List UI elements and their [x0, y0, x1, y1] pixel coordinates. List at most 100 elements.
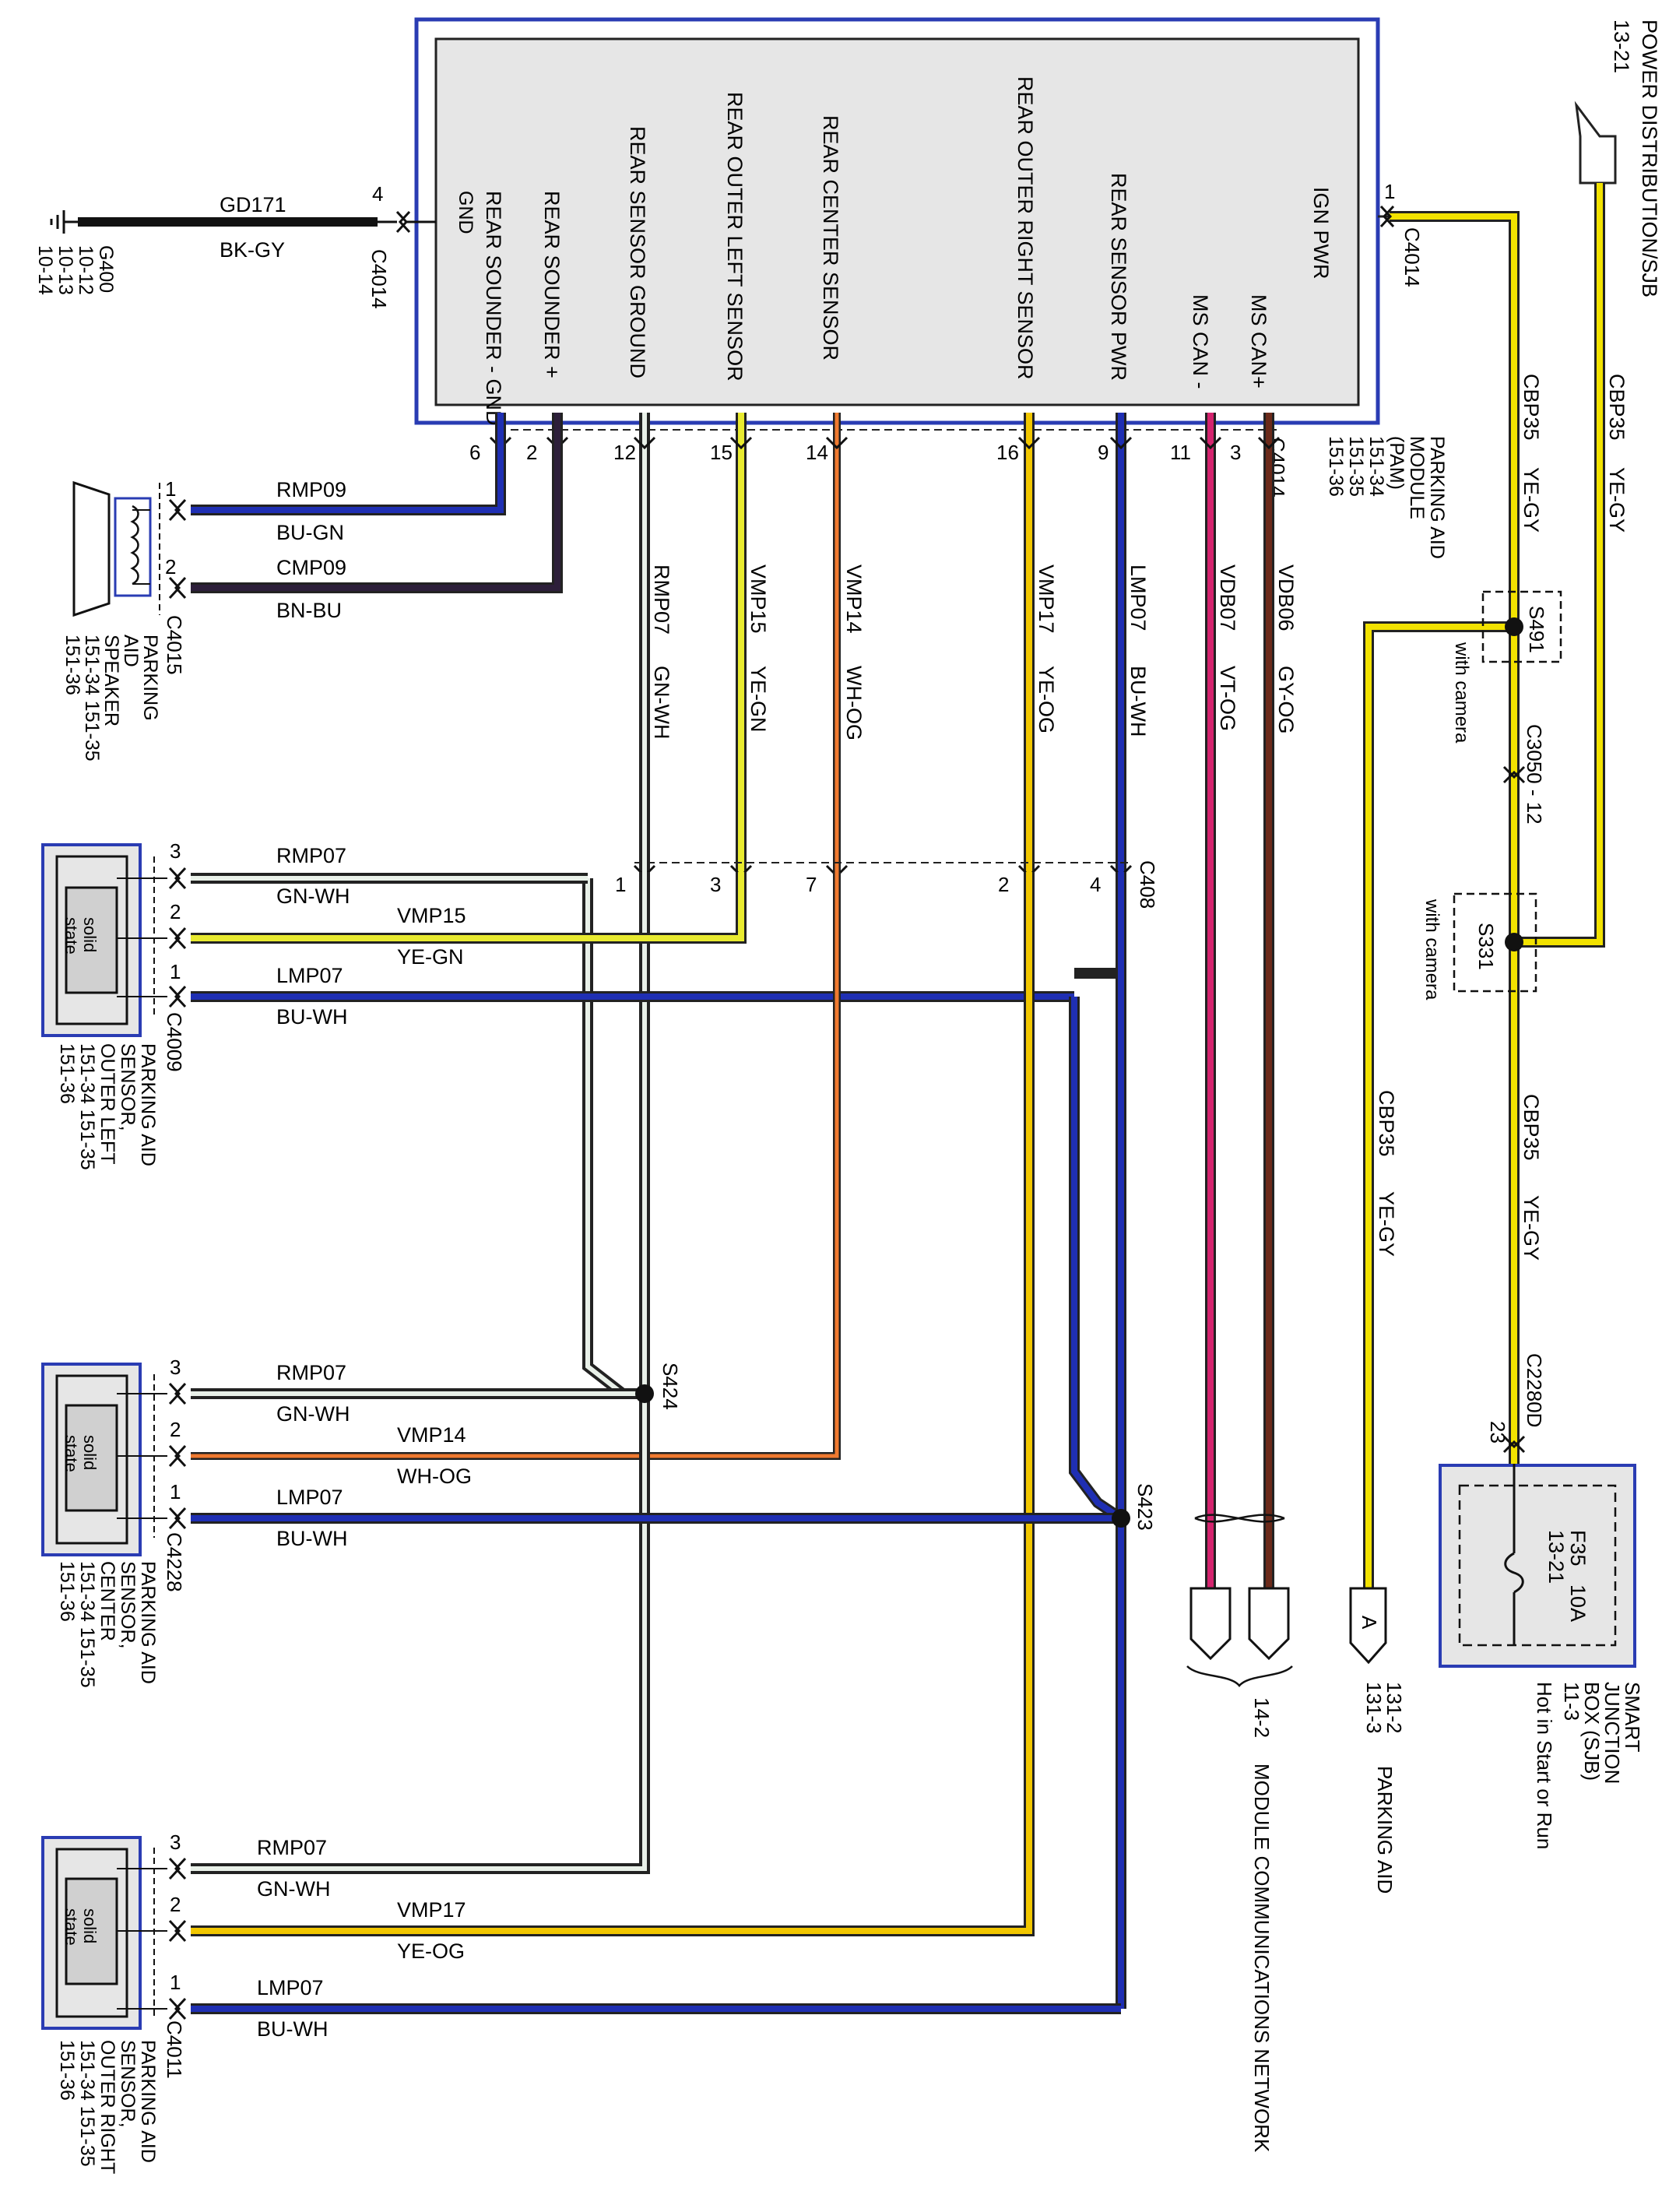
ground-pin-number: 4	[372, 182, 383, 206]
right-label-5: 151-36	[56, 2040, 78, 2101]
left-pin-2: 2	[170, 900, 181, 923]
pin-label-rear-center: REAR CENTER SENSOR	[819, 115, 842, 360]
left-label-3: OUTER LEFT	[97, 1043, 118, 1165]
power-distribution: POWER DISTRIBUTION/SJB 13-21 CBP35 YE-GY	[1518, 19, 1661, 948]
lmp07-color: BU-WH	[1126, 666, 1150, 737]
right-rmp07-color: GN-WH	[257, 1877, 330, 1901]
center-rmp07-circuit: RMP07	[276, 1361, 346, 1384]
ign-pin-number: 1	[1384, 180, 1395, 203]
pin-number-2: 2	[526, 441, 537, 464]
ground-ref-2: 10-13	[54, 245, 76, 295]
rmp09-circuit: RMP09	[276, 478, 346, 501]
splice-s491-box	[1481, 590, 1562, 663]
center-label-4: 151-34 151-35	[76, 1561, 98, 1688]
vmp14-color: WH-OG	[842, 666, 866, 740]
right-label-2: SENSOR,	[117, 2040, 139, 2128]
parking-aid-wire-color: YE-GY	[1375, 1191, 1398, 1257]
pin-label-rear-sensor-pwr: REAR SENSOR PWR	[1107, 173, 1130, 381]
network-label: MODULE COMMUNICATIONS NETWORK	[1250, 1764, 1274, 2153]
vmp14-circuit: VMP14	[842, 564, 866, 634]
can-minus-connector-icon	[1189, 1587, 1232, 1661]
ms-can-plus-pin-number: 3	[1230, 441, 1241, 464]
splice-s331	[1505, 933, 1523, 951]
center-state-1: solid	[80, 1435, 100, 1470]
c408-pin-numbers: 1 3 7 2 4	[615, 873, 1101, 896]
parking-aid-ref: A 131-2 131-3 PARKING AID	[1349, 1587, 1406, 1894]
right-pin-2: 2	[170, 1893, 181, 1916]
ground-icon	[50, 210, 78, 234]
module-label-line6: 151-36	[1325, 436, 1347, 497]
parking-aid-ref-1: 131-2	[1383, 1682, 1406, 1734]
sjb-feed-circuit: CBP35	[1520, 1094, 1543, 1161]
center-lmp07-color: BU-WH	[276, 1527, 347, 1550]
center-pin-3: 3	[170, 1356, 181, 1379]
ign-connector-name: C4014	[1400, 227, 1424, 287]
speaker-pin-1: 1	[165, 477, 176, 501]
cmp09-circuit: CMP09	[276, 556, 346, 579]
ign-wire-color: YE-GY	[1520, 467, 1543, 533]
ms-can-minus-pin	[1199, 436, 1222, 450]
pin-label-ms-can-minus: MS CAN -	[1189, 294, 1212, 389]
pin-label-ign-pwr: IGN PWR	[1309, 187, 1333, 280]
speaker-connector: C4015	[163, 615, 186, 675]
cmp09-wire	[191, 413, 560, 591]
c3050-chevron	[1502, 765, 1526, 779]
center-label-5: 151-36	[56, 1561, 78, 1622]
right-vmp17-color: YE-OG	[397, 1939, 465, 1963]
right-state-1: solid	[80, 1908, 100, 1943]
c3050-label: C3050 - 12	[1523, 724, 1546, 825]
c408-chevrons	[633, 864, 1133, 878]
left-vmp15-color: YE-GN	[397, 945, 464, 969]
right-connector: C4011	[163, 2020, 186, 2079]
parking-aid-letter: A	[1358, 1616, 1381, 1630]
ms-can-plus-pin	[1257, 436, 1281, 450]
sjb-module: F35 10A 13-21 SMART JUNCTION BOX (SJB) 1…	[1439, 1464, 1644, 1849]
right-vmp17-circuit: VMP17	[397, 1898, 466, 1922]
rmp09-wire	[191, 413, 504, 513]
pam-pin-labels: IGN PWR MS CAN+ MS CAN - REAR SENSOR PWR…	[455, 76, 1333, 426]
splice-s424	[635, 1384, 654, 1403]
splice-s491-name: S491	[1525, 606, 1548, 653]
module-label-line2: MODULE	[1406, 436, 1428, 519]
power-distribution-label: POWER DISTRIBUTION/SJB	[1638, 19, 1661, 297]
right-label-1: PARKING AID	[137, 2040, 159, 2163]
vdb06-color: GY-OG	[1274, 666, 1298, 734]
speaker-coil-icon	[130, 505, 139, 586]
center-vmp14-circuit: VMP14	[397, 1423, 466, 1447]
left-state-2: state	[61, 917, 81, 955]
center-sensor-solid-state	[65, 1404, 118, 1512]
pam-bottom-pin-numbers: 9 16 14 15 12 2 6	[469, 441, 1109, 464]
right-pin-1: 1	[170, 1971, 181, 1994]
vdb06-circuit: VDB06	[1274, 564, 1298, 631]
ground-circuit-name: GD171	[220, 193, 286, 216]
right-lmp07-circuit: LMP07	[257, 1976, 324, 1999]
fuse-icon	[1504, 1552, 1524, 1594]
right-label-4: 151-34 151-35	[76, 2040, 98, 2167]
speaker-coil-box	[114, 497, 152, 597]
pin-label-rear-outer-right: REAR OUTER RIGHT SENSOR	[1014, 76, 1037, 380]
can-plus-connector-icon	[1248, 1587, 1290, 1661]
vdb07-color: VT-OG	[1216, 666, 1239, 731]
module-label-line4: 151-34	[1365, 436, 1387, 497]
left-label-5: 151-36	[56, 1043, 78, 1104]
left-label-2: SENSOR,	[117, 1043, 139, 1131]
vmp15-circuit: VMP15	[747, 564, 770, 634]
speaker: RMP09 BU-GN CMP09 BN-BU 1 2 C4015 PARKIN…	[61, 413, 563, 761]
parking-aid-wire-circuit: CBP35	[1375, 1090, 1398, 1157]
parking-aid-branch-yellow	[1365, 624, 1514, 1588]
splice-s424-name: S424	[659, 1363, 682, 1410]
pin-number-14: 14	[806, 441, 828, 464]
module-label-line1: PARKING AID	[1426, 436, 1448, 559]
pin-label-rear-sensor-ground: REAR SENSOR GROUND	[626, 126, 649, 378]
splice-s423	[1112, 1509, 1130, 1528]
center-label-3: CENTER	[97, 1561, 118, 1641]
splice-s331-name: S331	[1474, 923, 1498, 970]
ign-feed-outline	[1390, 211, 1520, 1464]
ign-feed-yellow	[1390, 213, 1517, 1464]
splice-s491	[1505, 617, 1523, 636]
module-label-line5: 151-35	[1345, 436, 1367, 497]
speaker-label-1: PARKING	[139, 635, 161, 721]
left-lmp07-color: BU-WH	[276, 1005, 347, 1029]
sjb-note: Hot in Start or Run	[1533, 1682, 1556, 1849]
